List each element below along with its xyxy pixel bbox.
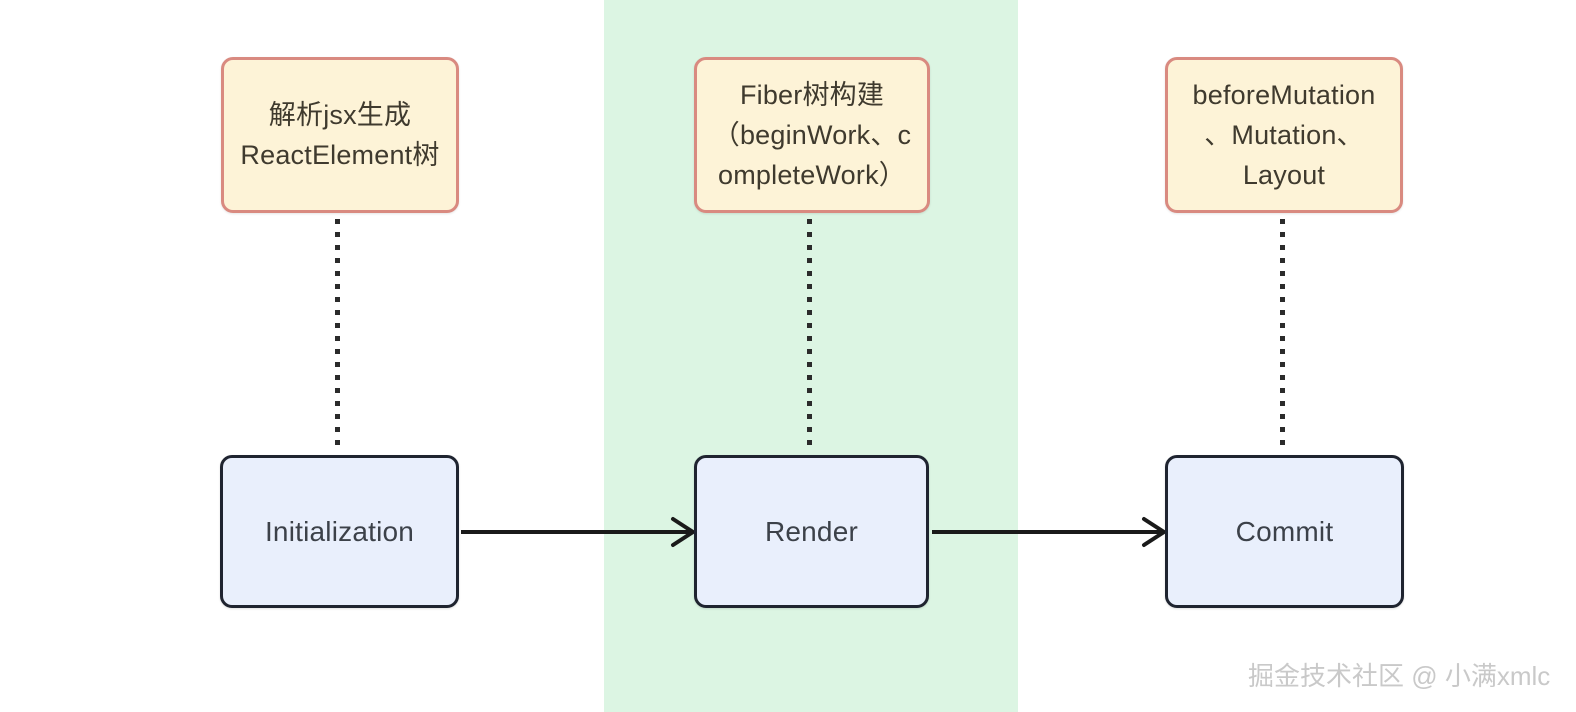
arrow-render-to-commit bbox=[932, 517, 1168, 547]
dotted-connector-commit-sub-to-commit bbox=[1280, 219, 1285, 451]
phase-node-label: Commit bbox=[1235, 515, 1334, 547]
arrow-initialization-to-render bbox=[461, 517, 697, 547]
phase-node-render[interactable]: Render bbox=[694, 455, 929, 608]
dotted-connector-parse-jsx-to-initialization bbox=[335, 219, 340, 451]
detail-node-label: 解析jsx生成 ReactElement树 bbox=[240, 100, 440, 170]
phase-node-label: Initialization bbox=[264, 515, 415, 547]
phase-node-initialization[interactable]: Initialization bbox=[220, 455, 459, 608]
phase-node-label: Render bbox=[764, 515, 859, 547]
detail-node-label: Fiber树构建 （beginWork、c ompleteWork） bbox=[712, 80, 912, 190]
detail-node-commit-sub-phases[interactable]: beforeMutation 、Mutation、 Layout bbox=[1165, 57, 1403, 213]
detail-node-fiber-tree-build[interactable]: Fiber树构建 （beginWork、c ompleteWork） bbox=[694, 57, 930, 213]
detail-node-parse-jsx[interactable]: 解析jsx生成 ReactElement树 bbox=[221, 57, 459, 213]
detail-node-label: beforeMutation 、Mutation、 Layout bbox=[1192, 80, 1376, 190]
phase-node-commit[interactable]: Commit bbox=[1165, 455, 1404, 608]
watermark: 掘金技术社区 @ 小满xmlc bbox=[1248, 661, 1551, 691]
dotted-connector-fiber-tree-to-render bbox=[807, 219, 812, 451]
